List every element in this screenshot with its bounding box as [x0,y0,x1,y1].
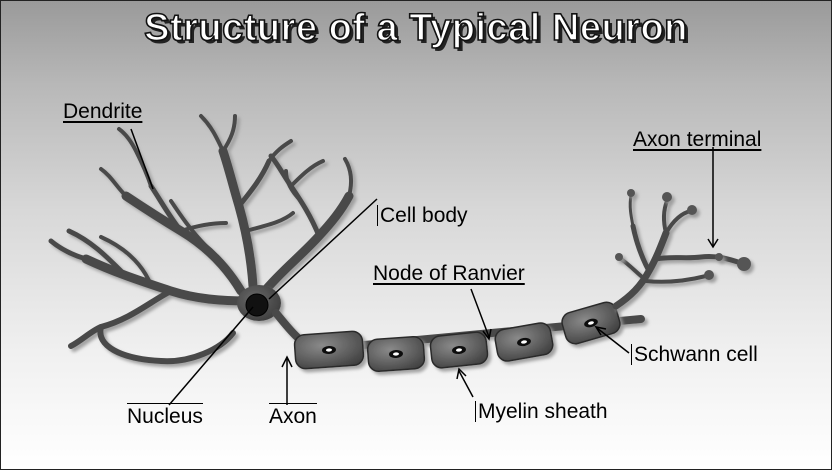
label-node-of-ranvier: Node of Ranvier [373,263,525,284]
label-myelin-sheath: Myelin sheath [475,401,608,422]
myelin-segments [294,300,622,372]
nucleus-shape [246,294,268,316]
diagram-title: Structure of a Typical Neuron [1,7,831,50]
label-nucleus: Nucleus [127,403,203,427]
label-axon-terminal: Axon terminal [633,129,761,150]
dendrites [51,116,351,361]
label-schwann-cell: Schwann cell [631,344,758,365]
label-cell-body: Cell body [377,205,468,226]
label-axon: Axon [269,403,317,427]
label-dendrite: Dendrite [63,101,142,122]
axon-terminal-branches [616,196,741,306]
